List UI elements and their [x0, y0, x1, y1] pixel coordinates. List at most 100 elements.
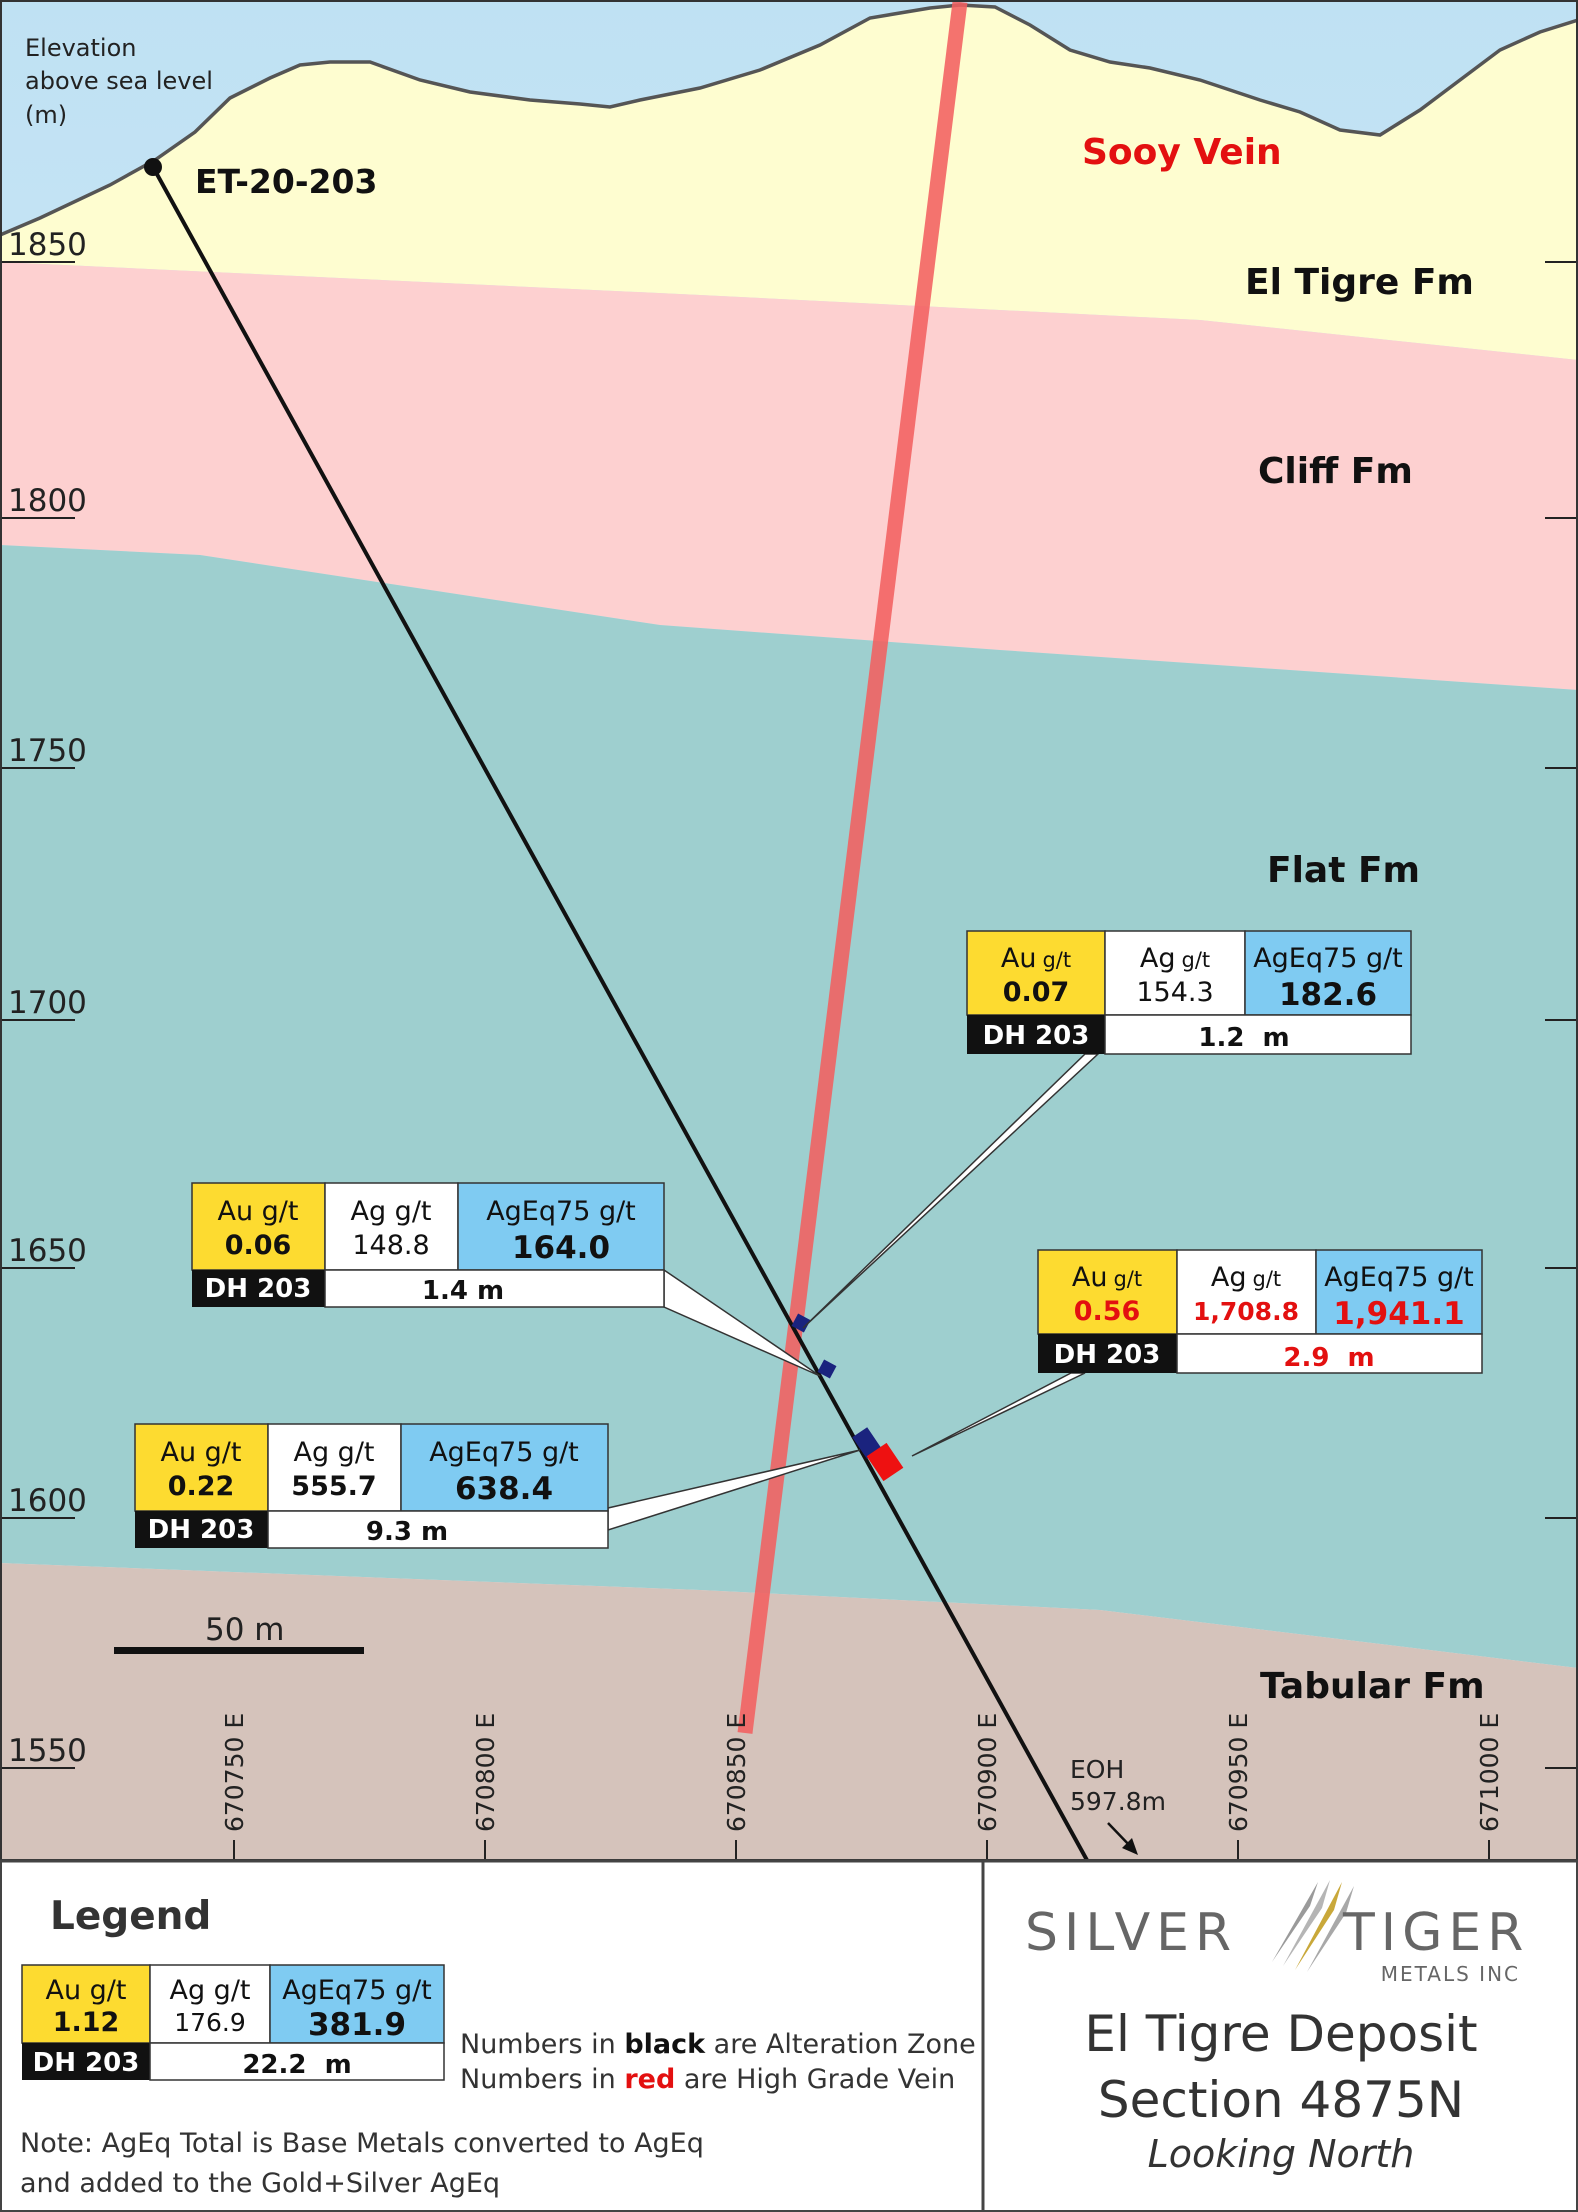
easting-label-670950: 670950 E — [1224, 1713, 1253, 1832]
drill-hole-trace — [151, 166, 1090, 1863]
easting-axis: 670750 E 670800 E 670850 E 670900 E 6709… — [220, 1713, 1504, 1860]
ag-value: 176.9 — [174, 2008, 246, 2037]
elevation-axis-title-line-1: Elevation — [25, 34, 136, 62]
elevation-label-1700: 1700 — [8, 985, 87, 1021]
drill-collar-marker — [144, 158, 162, 176]
au-value: 0.56 — [1074, 1296, 1141, 1327]
hole-id: DH 203 — [1054, 1340, 1161, 1370]
elevation-label-1650: 1650 — [8, 1233, 87, 1269]
ageq-header: AgEq75 g/t — [282, 1975, 432, 2006]
sample-marker — [852, 1427, 882, 1459]
ag-header: Ag g/t — [293, 1437, 374, 1468]
eoh-arrow-icon — [1107, 1822, 1138, 1855]
au-value: 0.06 — [225, 1230, 292, 1261]
brand-word-silver: SILVER — [1025, 1903, 1237, 1963]
footer-frame — [0, 1860, 1578, 2212]
ageq-value: 381.9 — [308, 2007, 406, 2043]
ageq-value: 638.4 — [455, 1471, 553, 1507]
callout-pointers — [607, 1053, 1100, 1532]
legend-sample-box: Au g/t 1.12 Ag g/t 176.9 AgEq75 g/t 381.… — [21, 1964, 445, 2081]
deposit-title: El Tigre Deposit — [1084, 2005, 1477, 2063]
au-header: Au g/t — [46, 1975, 127, 2006]
flat-formation-label: Flat Fm — [1267, 850, 1420, 891]
scale-bar-label: 50 m — [205, 1612, 285, 1648]
intercept-width: 9.3 m — [366, 1517, 448, 1547]
ag-header: Ag g/t — [169, 1975, 250, 2006]
elevation-axis: Elevation above sea level (m) 1850 1800 … — [0, 34, 1578, 1769]
cliff-formation — [0, 262, 1578, 690]
intercept-box-4: Au g/t 0.22 Ag g/t 555.7 AgEq75 g/t 638.… — [134, 1423, 609, 1549]
eoh-depth-label: 597.8m — [1070, 1787, 1166, 1816]
intercept-box-2: Au g/t 0.06 Ag g/t 148.8 AgEq75 g/t 164.… — [191, 1182, 665, 1308]
ageq-header: AgEq75 g/t — [1324, 1262, 1474, 1293]
legend-red-note: Numbers in red are High Grade Vein — [460, 2064, 955, 2095]
ageq-note-line-1: Note: AgEq Total is Base Metals converte… — [20, 2128, 704, 2159]
au-header: Au g/t — [161, 1437, 242, 1468]
elevation-label-1550: 1550 — [8, 1733, 87, 1769]
legend-title: Legend — [50, 1894, 211, 1939]
ageq-header: AgEq75 g/t — [429, 1437, 579, 1468]
elevation-axis-title-line-3: (m) — [25, 101, 67, 129]
flat-formation — [0, 545, 1578, 1668]
elevation-label-1600: 1600 — [8, 1483, 87, 1519]
au-header: Au g/t — [218, 1196, 299, 1227]
ageq-value: 1,941.1 — [1333, 1296, 1464, 1332]
el-tigre-formation-label: El Tigre Fm — [1245, 262, 1474, 303]
elevation-label-1850: 1850 — [8, 227, 87, 263]
intercept-width: 2.9 m — [1283, 1343, 1374, 1373]
sample-markers — [791, 1313, 904, 1482]
au-value: 0.07 — [1003, 977, 1070, 1008]
au-value: 0.22 — [168, 1471, 235, 1502]
ageq-header: AgEq75 g/t — [1253, 943, 1403, 974]
ag-header: Ag g/t — [350, 1196, 431, 1227]
ageq-value: 164.0 — [512, 1230, 610, 1266]
tabular-formation-label: Tabular Fm — [1260, 1666, 1485, 1707]
claw-marks-icon — [1272, 1880, 1354, 1972]
ag-value: 154.3 — [1136, 977, 1213, 1008]
ageq-note-line-2: and added to the Gold+Silver AgEq — [20, 2168, 500, 2199]
el-tigre-formation — [0, 5, 1578, 360]
easting-label-670900: 670900 E — [973, 1713, 1002, 1832]
easting-label-670850: 670850 E — [722, 1713, 751, 1832]
hole-id: DH 203 — [33, 2048, 140, 2078]
drill-hole-label: ET-20-203 — [195, 162, 377, 201]
sample-marker — [817, 1359, 837, 1379]
intercept-width: 1.2 m — [1198, 1023, 1289, 1053]
elevation-label-1800: 1800 — [8, 483, 87, 519]
hole-id: DH 203 — [148, 1515, 255, 1545]
easting-label-670750: 670750 E — [220, 1713, 249, 1832]
sooy-vein-label: Sooy Vein — [1082, 132, 1282, 173]
legend-black-note: Numbers in black are Alteration Zone — [460, 2029, 976, 2060]
silver-tiger-logo: SILVER TIGER METALS INC — [1025, 1880, 1523, 1986]
ag-value: 1,708.8 — [1193, 1297, 1299, 1326]
ageq-header: AgEq75 g/t — [486, 1196, 636, 1227]
geology-layers — [0, 0, 1578, 1860]
ag-value: 555.7 — [291, 1471, 376, 1502]
sooy-vein-line — [737, 1, 968, 1734]
intercept-width: 22.2 m — [242, 2050, 351, 2080]
section-title: Section 4875N — [1098, 2071, 1464, 2129]
sample-marker — [866, 1442, 904, 1482]
scale-bar: 50 m — [114, 1612, 364, 1654]
intercept-width: 1.4 m — [422, 1276, 504, 1306]
easting-label-671000: 671000 E — [1475, 1713, 1504, 1832]
hole-id: DH 203 — [205, 1274, 312, 1304]
hole-id: DH 203 — [983, 1021, 1090, 1051]
tabular-formation — [0, 1563, 1578, 1860]
eoh-label: EOH — [1070, 1755, 1124, 1784]
elevation-axis-title-line-2: above sea level — [25, 67, 213, 95]
view-direction: Looking North — [1148, 2132, 1415, 2176]
cliff-formation-label: Cliff Fm — [1258, 451, 1413, 492]
brand-subtitle: METALS INC — [1381, 1962, 1520, 1986]
ag-value: 148.8 — [352, 1230, 429, 1261]
scale-bar-line — [114, 1647, 364, 1654]
elevation-label-1750: 1750 — [8, 733, 87, 769]
topography-line — [0, 3, 1578, 237]
sample-marker — [791, 1313, 811, 1333]
